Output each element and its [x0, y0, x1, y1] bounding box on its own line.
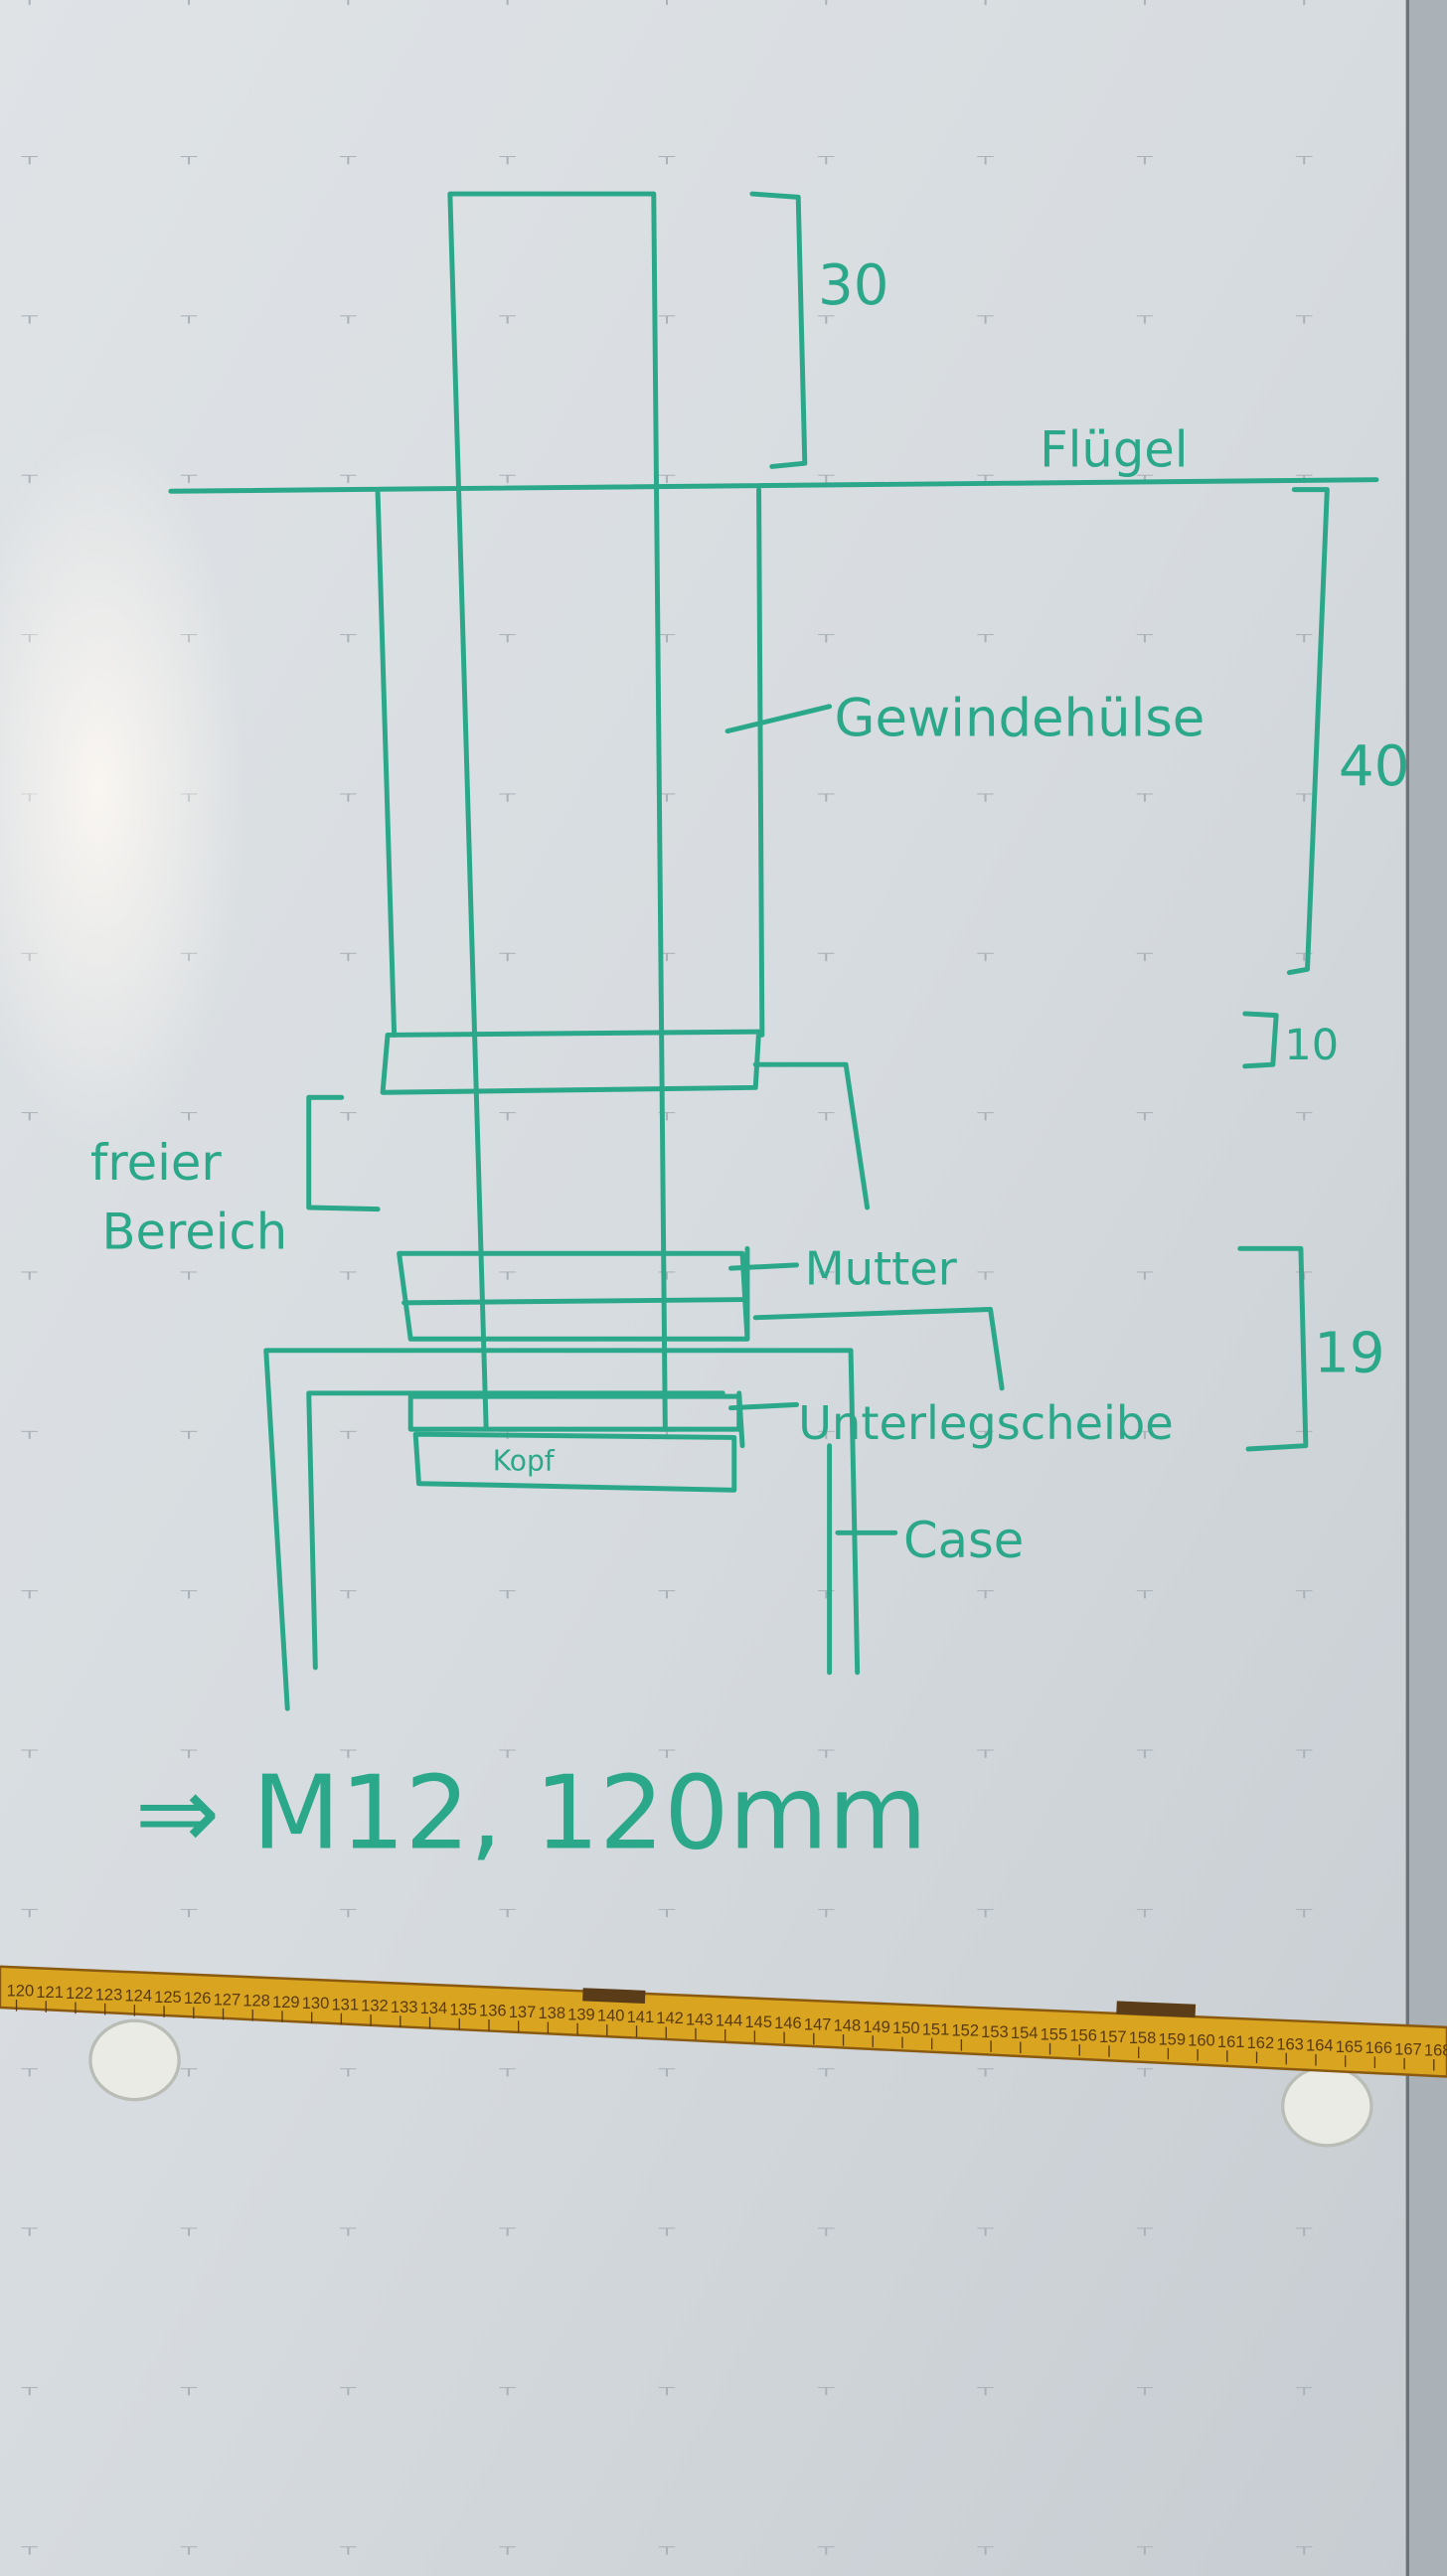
magnet-right — [1281, 2064, 1373, 2148]
ruler-number: 157 — [1099, 2027, 1127, 2046]
ruler-number: 167 — [1394, 2039, 1422, 2058]
nut-mid — [402, 1297, 750, 1306]
ruler-number: 126 — [184, 1989, 212, 2008]
ruler-number: 127 — [214, 1990, 241, 2009]
ruler-number: 125 — [154, 1988, 182, 2007]
sleeve-band — [380, 1029, 762, 1095]
label-case: Case — [903, 1512, 1024, 1569]
ruler-number: 134 — [420, 1999, 448, 2017]
bracket-free-area — [306, 1094, 381, 1212]
label-wing: Flügel — [1040, 420, 1188, 478]
label-thread-sleeve: Gewindehülse — [835, 689, 1206, 749]
ruler-number: 168 — [1424, 2041, 1447, 2060]
label-head: Kopf — [493, 1444, 556, 1477]
label-40: 40 — [1339, 734, 1409, 799]
bolt-shaft — [447, 191, 668, 1432]
head-outline — [412, 1431, 737, 1493]
ruler-number: 155 — [1041, 2024, 1068, 2043]
label-30: 30 — [818, 253, 888, 318]
label-19: 19 — [1314, 1321, 1384, 1385]
label-free-2: Bereich — [101, 1203, 287, 1260]
ruler-number: 143 — [686, 2010, 714, 2028]
ruler-joint — [582, 1988, 646, 2005]
grid-crosses — [0, 0, 1413, 2576]
sleeve-left — [375, 490, 398, 1038]
ruler-number: 162 — [1247, 2033, 1275, 2052]
ruler-number: 163 — [1276, 2034, 1304, 2053]
wing-line — [168, 477, 1379, 494]
case-inner-link — [752, 1307, 1005, 1391]
ruler-number: 164 — [1306, 2036, 1334, 2055]
ruler-number: 137 — [509, 2003, 537, 2021]
label-washer: Unterlegscheibe — [798, 1396, 1173, 1450]
sleeve-right — [756, 487, 765, 1038]
washer-tick — [736, 1390, 745, 1449]
ruler-number: 165 — [1336, 2037, 1364, 2056]
bracket-30 — [749, 191, 808, 469]
board-frame — [1405, 0, 1447, 2576]
ruler-number: 124 — [124, 1987, 152, 2006]
ruler-body — [0, 1965, 1447, 2078]
label-10: 10 — [1284, 1021, 1339, 1070]
ruler-number: 147 — [804, 2014, 832, 2033]
ruler-number: 146 — [774, 2013, 802, 2032]
ruler-number: 141 — [627, 2008, 655, 2026]
ruler-number: 150 — [892, 2018, 920, 2037]
ruler-number: 152 — [951, 2021, 979, 2040]
ruler-number: 133 — [391, 1998, 418, 2016]
ruler-number: 145 — [744, 2012, 772, 2031]
ruler-number: 138 — [538, 2004, 565, 2022]
ruler-number: 166 — [1365, 2038, 1392, 2057]
bracket-19 — [1237, 1245, 1309, 1452]
bolt-drawing: 30 Flügel Gewindehülse 40 10 freier Bere… — [90, 191, 1409, 1873]
bracket-10 — [1242, 1011, 1279, 1069]
ruler-number: 139 — [567, 2005, 595, 2023]
nut-leader — [727, 1262, 800, 1271]
label-free-1: freier — [90, 1134, 223, 1192]
ruler-number: 120 — [7, 1982, 35, 2001]
ruler-number: 123 — [95, 1985, 123, 2004]
ruler-joint — [1116, 2001, 1197, 2017]
free-area-outline — [752, 1061, 871, 1210]
ruler-number: 121 — [36, 1983, 64, 2002]
ruler-number: 142 — [656, 2009, 684, 2027]
bracket-40 — [1286, 487, 1330, 976]
ruler-number: 154 — [1011, 2023, 1039, 2042]
ruler-number: 140 — [597, 2007, 625, 2025]
light-glare — [0, 426, 246, 1151]
ruler-number: 130 — [302, 1994, 330, 2012]
sleeve-leader — [724, 704, 833, 734]
ruler-number: 149 — [863, 2017, 890, 2036]
ruler-number: 153 — [981, 2022, 1009, 2041]
case-outer — [263, 1348, 861, 1711]
magnet-left — [88, 2018, 181, 2102]
ruler-number: 135 — [449, 2000, 477, 2018]
case-inner — [306, 1390, 725, 1671]
ruler-number: 129 — [272, 1993, 300, 2012]
label-nut: Mutter — [805, 1242, 958, 1296]
ruler-number: 156 — [1069, 2026, 1097, 2045]
label-result: ⇒ M12, 120mm — [135, 1755, 927, 1873]
ruler-number: 148 — [834, 2016, 862, 2035]
ruler-number: 131 — [331, 1995, 359, 2013]
ruler-number: 132 — [361, 1997, 389, 2015]
ruler-number: 159 — [1158, 2029, 1186, 2048]
ruler-number: 122 — [66, 1984, 93, 2003]
ruler-number: 161 — [1217, 2032, 1245, 2051]
ruler-number: 128 — [242, 1992, 270, 2011]
ruler-number: 144 — [716, 2012, 743, 2030]
ruler-number: 158 — [1129, 2028, 1157, 2047]
ruler-number: 136 — [479, 2002, 507, 2020]
ruler-number: 160 — [1188, 2031, 1215, 2050]
ruler-number: 151 — [922, 2019, 950, 2038]
